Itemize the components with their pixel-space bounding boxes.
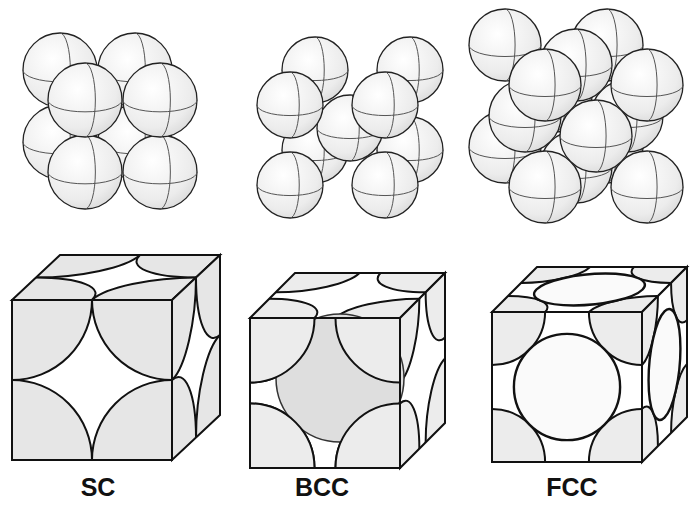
label-holder: SC	[75, 472, 122, 502]
structure-label: FCC	[546, 473, 597, 501]
sc-sphere-model	[23, 33, 197, 209]
fcc-unit-cell	[423, 198, 696, 509]
structure-label: SC	[81, 473, 116, 501]
label-holder: BCC	[289, 472, 355, 502]
bcc-unit-cell	[166, 189, 529, 509]
label-holder: FCC	[540, 472, 603, 502]
fcc-sphere-model	[469, 9, 683, 223]
structure-label: BCC	[295, 473, 349, 501]
bcc-sphere-model	[257, 37, 443, 218]
